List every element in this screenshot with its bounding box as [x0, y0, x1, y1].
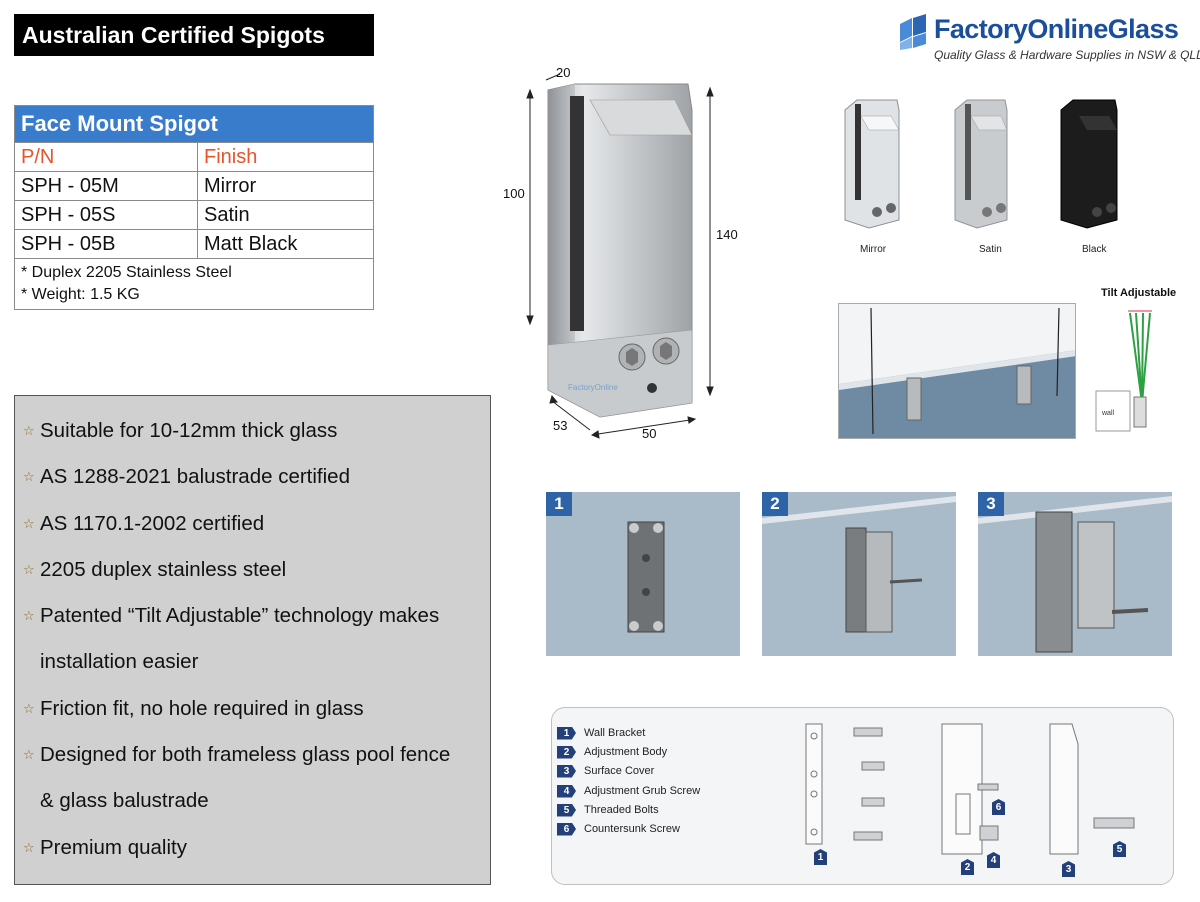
- callout-badge: 4: [987, 852, 1000, 868]
- finish-black-spigot: [1060, 99, 1118, 229]
- spec-table: Face Mount Spigot P/N Finish SPH - 05M M…: [14, 105, 374, 310]
- install-step-1: 1: [546, 492, 740, 656]
- part-item: 5 Threaded Bolts: [557, 802, 659, 818]
- page-title: Australian Certified Spigots: [14, 14, 374, 56]
- finish-label-mirror: Mirror: [860, 244, 887, 255]
- part-number: 5: [557, 803, 576, 817]
- tilt-adjustable-diagram: wall: [1095, 310, 1152, 432]
- part-item: 2 Adjustment Body: [557, 744, 667, 760]
- star-bullet-icon: ☆: [23, 469, 35, 485]
- brand-glass-icon: [900, 14, 926, 50]
- cell-finish: Satin: [197, 200, 374, 230]
- feature-item: ☆Designed for both frameless glass pool …: [23, 732, 482, 778]
- tilt-adjustable-label: Tilt Adjustable: [1101, 287, 1177, 299]
- part-number: 2: [557, 745, 576, 759]
- callout-badge: 5: [1113, 841, 1126, 857]
- brand-tagline: Quality Glass & Hardware Supplies in NSW…: [934, 48, 1200, 62]
- column-header-finish: Finish: [197, 142, 374, 172]
- feature-item-continuation: installation easier: [40, 650, 199, 674]
- feature-item: ☆Premium quality: [23, 825, 482, 871]
- feature-item: ☆Patented “Tilt Adjustable” technology m…: [23, 593, 482, 639]
- star-bullet-icon: ☆: [23, 515, 35, 531]
- exploded-view-drawing: [805, 723, 1135, 855]
- feature-item: ☆Suitable for 10-12mm thick glass: [23, 408, 482, 454]
- table-row: SPH - 05B Matt Black: [14, 229, 374, 259]
- star-bullet-icon: ☆: [23, 839, 35, 855]
- feature-item: ☆Friction fit, no hole required in glass: [23, 686, 482, 732]
- part-label: Adjustment Body: [584, 746, 668, 758]
- finish-label-black: Black: [1082, 244, 1107, 255]
- dimension-top: 20: [556, 65, 571, 80]
- feature-item: ☆AS 1288-2021 balustrade certified: [23, 454, 482, 500]
- step-number-badge: 2: [762, 492, 788, 516]
- cell-finish: Mirror: [197, 171, 374, 201]
- part-label: Countersunk Screw: [584, 823, 680, 835]
- part-label: Threaded Bolts: [584, 804, 659, 816]
- table-title: Face Mount Spigot: [14, 105, 374, 143]
- callout-badge: 1: [814, 849, 827, 865]
- part-number: 3: [557, 764, 576, 778]
- step-number-badge: 3: [978, 492, 1004, 516]
- finish-label-satin: Satin: [979, 244, 1002, 255]
- dimension-right-height: 140: [716, 227, 738, 242]
- cell-pn: SPH - 05S: [14, 200, 198, 230]
- part-item: 3 Surface Cover: [557, 763, 654, 779]
- table-notes: * Duplex 2205 Stainless Steel * Weight: …: [14, 258, 374, 310]
- star-bullet-icon: ☆: [23, 608, 35, 624]
- note-material: * Duplex 2205 Stainless Steel: [21, 264, 232, 281]
- spigot-body: [547, 83, 693, 418]
- wall-label: wall: [1101, 410, 1115, 417]
- cell-pn: SPH - 05B: [14, 229, 198, 259]
- watermark-text: FactoryOnline: [568, 383, 618, 392]
- dimension-left-height: 100: [503, 186, 525, 201]
- table-row: SPH - 05S Satin: [14, 200, 374, 230]
- cell-finish: Matt Black: [197, 229, 374, 259]
- part-number: 6: [557, 822, 576, 836]
- callout-badge: 2: [961, 859, 974, 875]
- callout-badge: 3: [1062, 861, 1075, 877]
- note-weight: * Weight: 1.5 KG: [21, 286, 140, 303]
- part-number: 1: [557, 726, 576, 740]
- star-bullet-icon: ☆: [23, 423, 35, 438]
- dimension-width: 50: [642, 426, 657, 441]
- finish-mirror-spigot: [844, 99, 900, 229]
- install-step-3: 3: [978, 492, 1172, 656]
- brand-logo: FactoryOnlineGlass Quality Glass & Hardw…: [898, 10, 1200, 70]
- dimension-lines: [526, 73, 714, 439]
- parts-breakdown: 1 Wall Bracket 2 Adjustment Body 3 Surface …: [551, 707, 1174, 885]
- table-row: SPH - 05M Mirror: [14, 171, 374, 201]
- star-bullet-icon: ☆: [23, 747, 35, 763]
- star-bullet-icon: ☆: [23, 561, 35, 577]
- part-item: 1 Wall Bracket: [557, 725, 645, 741]
- part-label: Surface Cover: [584, 765, 655, 777]
- part-label: Adjustment Grub Screw: [584, 785, 701, 797]
- finish-options-image: [844, 99, 1118, 229]
- part-number: 4: [557, 784, 576, 798]
- install-step-2: 2: [762, 492, 956, 656]
- installation-photo: [838, 303, 1076, 439]
- part-item: 6 Countersunk Screw: [557, 821, 680, 837]
- feature-item: ☆AS 1170.1-2002 certified: [23, 501, 482, 547]
- cell-pn: SPH - 05M: [14, 171, 198, 201]
- part-item: 4 Adjustment Grub Screw: [557, 783, 700, 799]
- step-number-badge: 1: [546, 492, 572, 516]
- brand-name: FactoryOnlineGlass: [934, 14, 1179, 44]
- dimension-depth: 53: [553, 418, 568, 433]
- star-bullet-icon: ☆: [23, 700, 35, 716]
- callout-badge: 6: [992, 799, 1005, 815]
- column-header-pn: P/N: [14, 142, 198, 172]
- spigot-dimension-drawing: FactoryOnline: [526, 73, 714, 439]
- feature-item: ☆2205 duplex stainless steel: [23, 547, 482, 593]
- part-label: Wall Bracket: [584, 727, 646, 739]
- features-list: ☆Suitable for 10-12mm thick glass ☆AS 12…: [14, 395, 491, 885]
- feature-item-continuation: & glass balustrade: [40, 789, 209, 813]
- finish-satin-spigot: [954, 99, 1008, 229]
